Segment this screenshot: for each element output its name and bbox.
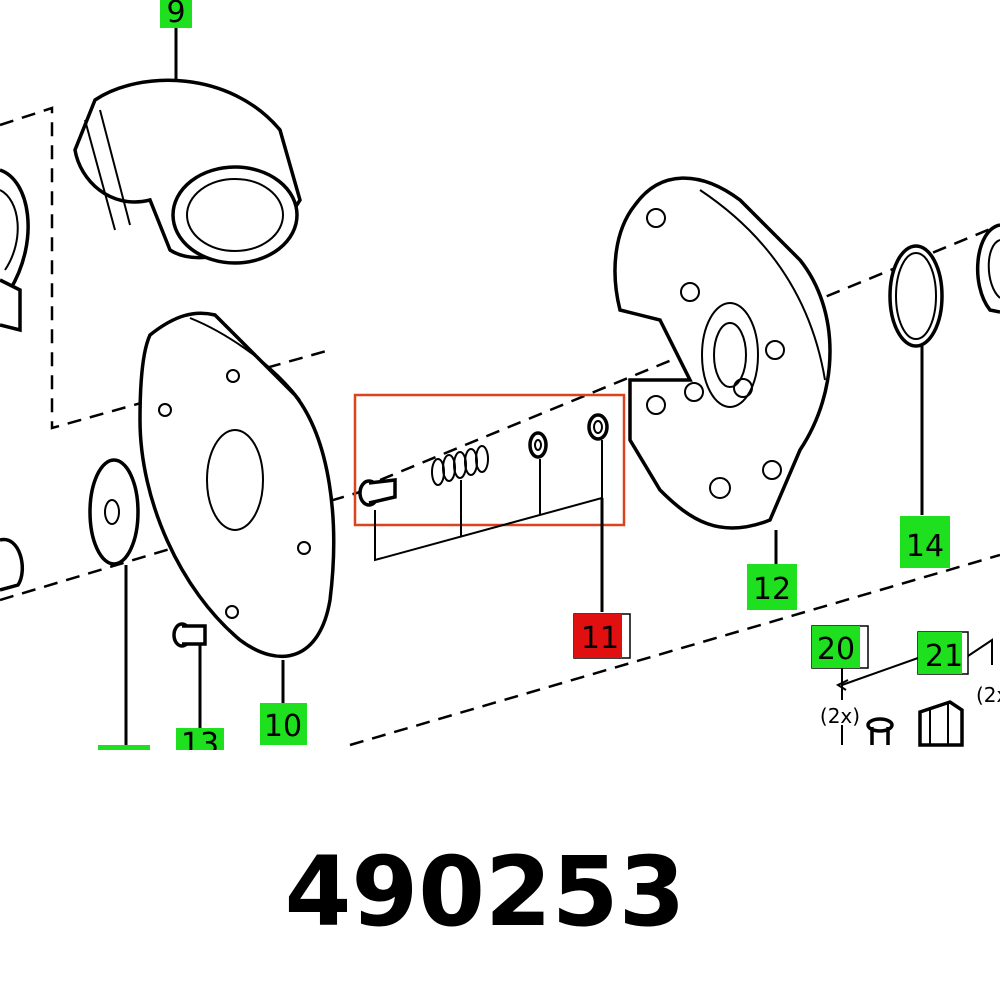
note-21-quantity: (2x bbox=[976, 683, 1000, 707]
label-21-text: 21 bbox=[925, 639, 963, 674]
spring bbox=[431, 445, 489, 486]
highlight-box bbox=[353, 393, 626, 527]
part-12-flange bbox=[613, 176, 832, 565]
part-right-ring bbox=[976, 223, 1000, 314]
label-10-text: 10 bbox=[264, 709, 302, 744]
label-21: 21 (2x bbox=[917, 631, 1000, 707]
part-10-base-plate bbox=[138, 311, 336, 705]
part-9-elbow bbox=[73, 78, 302, 265]
label-9: 9 bbox=[160, 0, 192, 80]
part-11-spring-assembly bbox=[353, 393, 626, 612]
part-13-screw bbox=[172, 622, 207, 728]
label-14: 14 bbox=[900, 516, 950, 568]
note-20-quantity: (2x) bbox=[820, 704, 860, 728]
part-left-edge bbox=[0, 168, 30, 592]
label-12-text: 12 bbox=[753, 572, 791, 607]
label-20-text: 20 bbox=[817, 632, 855, 667]
label-10: 10 bbox=[260, 703, 307, 745]
bottom-band bbox=[0, 750, 1000, 1000]
part-20-21-area bbox=[835, 638, 993, 747]
label-9-text: 9 bbox=[166, 0, 185, 30]
part-washer-left bbox=[88, 458, 140, 745]
label-11-text: 11 bbox=[581, 621, 619, 656]
label-14-text: 14 bbox=[906, 529, 944, 564]
part-number: 490253 bbox=[285, 836, 686, 948]
label-20: 20 (2x) bbox=[811, 625, 869, 728]
part-14-o-ring bbox=[888, 244, 944, 515]
label-12: 12 bbox=[747, 564, 797, 610]
label-11: 11 bbox=[573, 613, 631, 659]
label-partial-tag bbox=[98, 745, 150, 750]
